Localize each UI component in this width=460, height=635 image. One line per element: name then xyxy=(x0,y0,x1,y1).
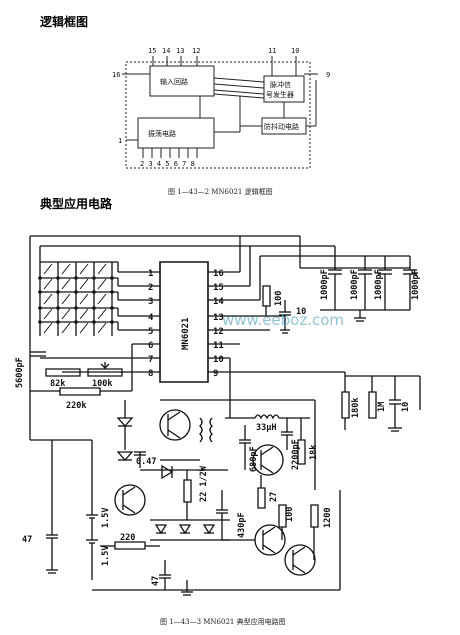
block-pins-2-8: 2 3 4 5 6 7 8 xyxy=(140,160,195,168)
block-diagram-caption: 图 1—43—2 MN6021 逻辑框图 xyxy=(168,187,273,196)
chip-pin-6: 6 xyxy=(148,341,153,351)
chip-pin-12: 12 xyxy=(213,327,224,337)
chip-pin-3: 3 xyxy=(148,297,153,307)
input-circuit-block xyxy=(150,66,214,96)
chip-name: MN6021 xyxy=(181,317,191,350)
block-pin-15: 15 xyxy=(148,47,156,55)
label-1200: 1200 xyxy=(323,508,333,528)
label-680pf: 680pF xyxy=(249,446,259,472)
label-c47: 47 xyxy=(22,535,32,545)
chip-pin-5: 5 xyxy=(148,327,153,337)
label-047: 0.47 xyxy=(136,457,156,467)
label-c47b: 47 xyxy=(151,576,161,586)
pulse-gen-label-line1: 脉冲信 xyxy=(270,80,291,89)
label-1m: 1M xyxy=(377,402,387,412)
pulse-gen-label-line2: 号发生器 xyxy=(266,90,294,99)
label-1000pf-a: 1000pF xyxy=(320,269,330,300)
block-pin-9: 9 xyxy=(326,71,330,79)
oscillator-block xyxy=(138,118,214,148)
chip-pin-15: 15 xyxy=(213,283,224,293)
chip-pin-2: 2 xyxy=(148,283,153,293)
input-circuit-label: 输入回路 xyxy=(160,77,188,86)
block-pin-10: 10 xyxy=(291,47,299,55)
chip-pin-8: 8 xyxy=(148,369,153,379)
debounce-label: 防抖动电路 xyxy=(264,122,299,131)
application-circuit xyxy=(30,236,420,595)
chip-pin-16: 16 xyxy=(213,269,224,279)
label-33uh: 33μH xyxy=(256,423,276,433)
mn6021-chip xyxy=(160,262,208,382)
label-220: 220 xyxy=(120,533,135,543)
chip-pin-10: 10 xyxy=(213,355,224,365)
chip-pin-4: 4 xyxy=(148,313,154,323)
block-pin-14: 14 xyxy=(162,47,170,55)
watermark: www.eeboz.com xyxy=(222,311,344,329)
section1-title: 逻辑框图 xyxy=(40,14,88,29)
label-5600pf: 5600pF xyxy=(15,357,25,388)
chip-pin-11: 11 xyxy=(213,341,224,351)
label-1000pf-c: 1000pF xyxy=(374,269,384,300)
chip-pin-13: 13 xyxy=(213,313,224,323)
logic-block-diagram xyxy=(122,56,318,168)
oscillator-label: 振荡电路 xyxy=(148,129,176,138)
chip-pin-1: 1 xyxy=(148,269,153,279)
label-22-half-w: 22 1/2W xyxy=(199,465,209,502)
chip-pin-7: 7 xyxy=(148,355,153,365)
block-pin-12: 12 xyxy=(192,47,200,55)
block-pin-11: 11 xyxy=(268,47,276,55)
label-c10: 10 xyxy=(296,307,306,317)
label-100k: 100k xyxy=(92,379,112,389)
label-r100b: 100 xyxy=(285,507,295,522)
block-pin-16: 16 xyxy=(112,71,120,79)
label-bat-1: 1.5V xyxy=(101,508,111,528)
label-c10-out: 10 xyxy=(401,402,411,412)
label-220k: 220k xyxy=(66,401,86,411)
block-pin-1: 1 xyxy=(118,137,122,145)
block-diagram-frame xyxy=(126,62,310,168)
label-2200pf: 2200pF xyxy=(291,439,301,470)
block-pin-13: 13 xyxy=(176,47,184,55)
label-18k: 18k xyxy=(309,445,319,460)
label-430pf: 430pF xyxy=(237,512,247,538)
label-180k: 180k xyxy=(351,398,361,418)
chip-pin-9: 9 xyxy=(213,369,218,379)
label-82k: 82k xyxy=(50,379,65,389)
label-1000pf-b: 1000pF xyxy=(350,269,360,300)
label-27: 27 xyxy=(269,492,279,502)
label-r100: 100 xyxy=(274,291,284,306)
label-bat-2: 1.5V xyxy=(101,546,111,566)
label-1000pf-d: 1000pF xyxy=(411,269,421,300)
chip-pin-14: 14 xyxy=(213,297,224,307)
circuit-caption: 图 1—43—3 MN6021 典型应用电路图 xyxy=(160,617,286,626)
section2-title: 典型应用电路 xyxy=(40,196,113,211)
